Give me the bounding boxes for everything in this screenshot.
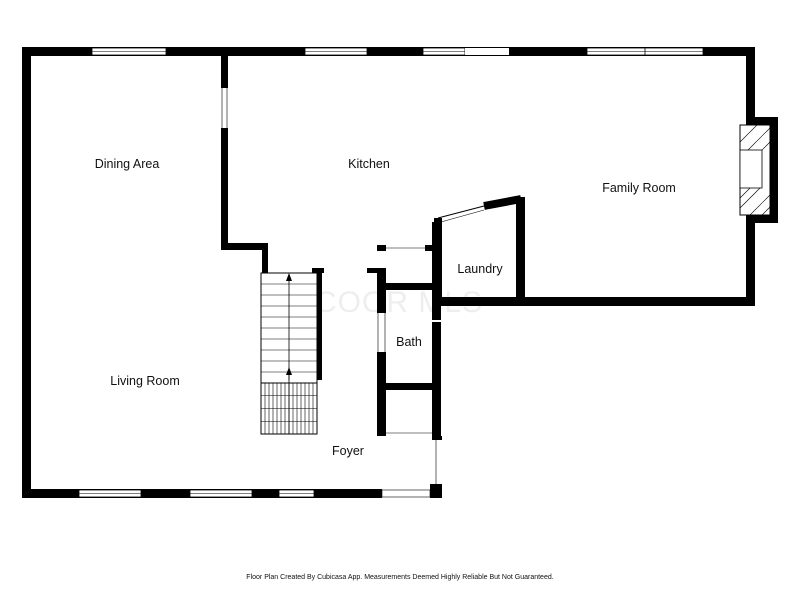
top-windows — [91, 47, 704, 56]
footer-disclaimer: Floor Plan Created By Cubicasa App. Meas… — [246, 574, 554, 581]
room-label-laundry: Laundry — [457, 262, 503, 276]
exterior-walls — [22, 47, 755, 498]
room-label-bath: Bath — [396, 335, 422, 349]
room-label-dining-area: Dining Area — [95, 157, 160, 171]
bottom-windows — [78, 440, 437, 498]
stair-arrow-icon — [286, 273, 292, 281]
laundry-walls — [437, 195, 522, 223]
room-label-kitchen: Kitchen — [348, 157, 390, 171]
staircase — [260, 272, 318, 435]
door-lines — [221, 88, 432, 434]
interior-walls — [221, 56, 525, 440]
stair-arrow-icon — [286, 367, 292, 375]
room-label-family-room: Family Room — [602, 181, 676, 195]
room-label-foyer: Foyer — [332, 444, 364, 458]
fireplace — [739, 117, 778, 223]
room-label-living-room: Living Room — [110, 374, 179, 388]
